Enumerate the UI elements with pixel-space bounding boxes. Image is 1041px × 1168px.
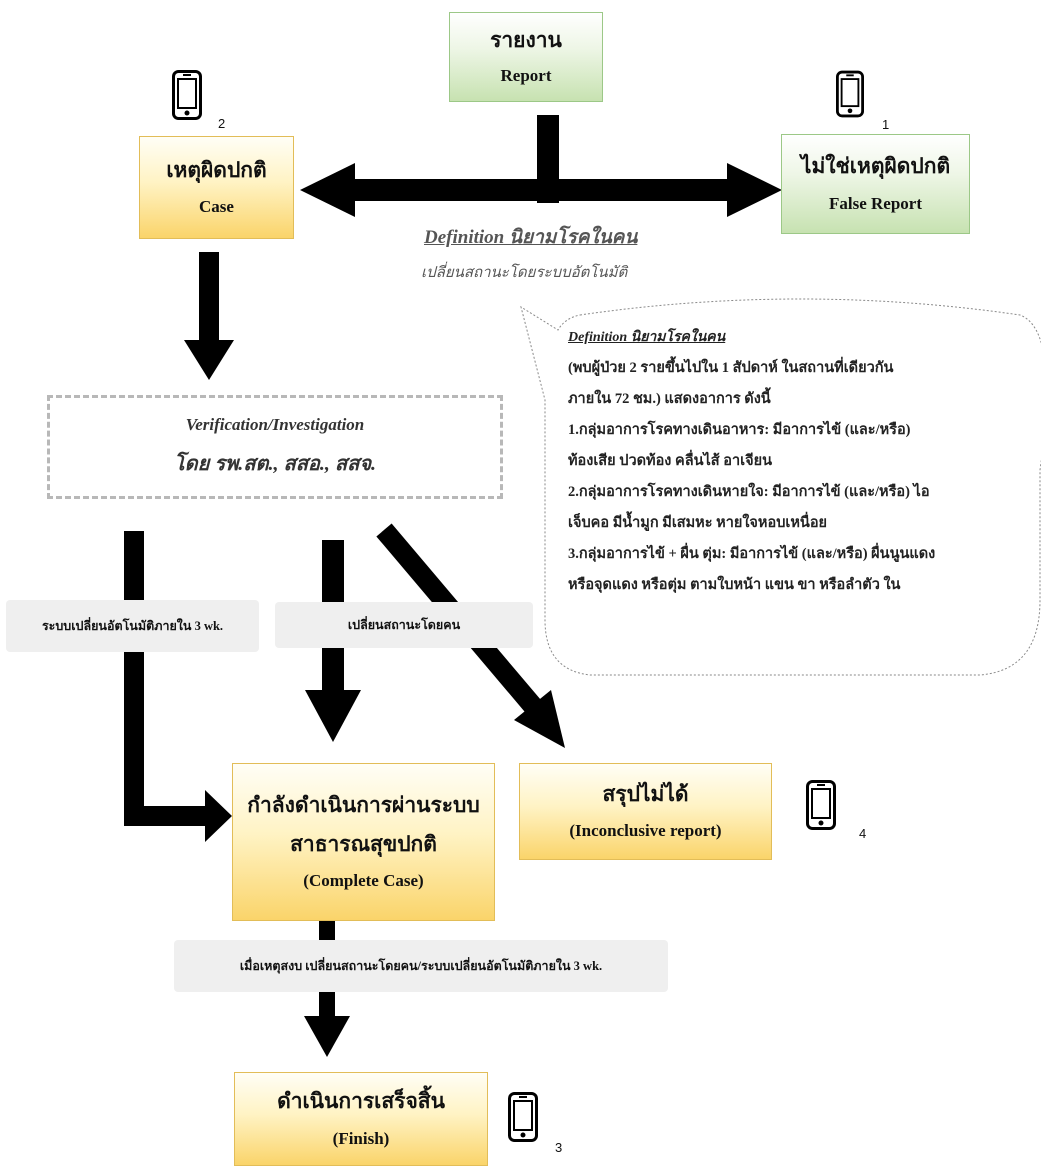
callout-line-7: 3.กลุ่มอาการไข้ + ผื่น ตุ่ม: มีอาการไข้ … (568, 546, 936, 562)
callout-line-6: เจ็บคอ มีน้ำมูก มีเสมหะ หายใจหอบเหนื่อย (568, 515, 828, 531)
auto-path-horizontal (124, 806, 219, 826)
callout-line-2: ภายใน 72 ชม.) แสดงอาการ ดังนี้ (568, 391, 771, 407)
arrow-to-false-report (727, 163, 782, 217)
case-node: เหตุผิดปกติ Case (139, 136, 294, 239)
false-report-th: ไม่ใช่เหตุผิดปกติ (800, 154, 951, 179)
arrow-to-verification (184, 340, 234, 380)
inconclusive-th: สรุปไม่ได้ (602, 781, 689, 806)
case-th: เหตุผิดปกติ (166, 157, 267, 182)
callout-line-8: หรือจุดแดง หรือตุ่ม ตามใบหน้า แขน ขา หรื… (568, 577, 901, 593)
phone-icon (172, 70, 202, 120)
verification-line-1: Verification/Investigation (185, 415, 365, 434)
complete-stem-bottom (319, 991, 335, 1019)
label-manual: เปลี่ยนสถานะโดยคน (275, 602, 533, 648)
label-calm: เมื่อเหตุสงบ เปลี่ยนสถานะโดยคน/ระบบเปลี่… (174, 940, 668, 992)
phone-icon (806, 780, 836, 830)
callout-title: Definition นิยามโรคในคน (568, 330, 726, 345)
arrow-to-complete (305, 690, 361, 742)
definition-title: Definition นิยามโรคในคน (424, 227, 638, 248)
callout-line-4: ท้องเสีย ปวดท้อง คลื่นไส้ อาเจียน (568, 453, 772, 469)
arrow-to-inconclusive (514, 690, 565, 748)
arrow-to-case (300, 163, 355, 217)
report-th: รายงาน (490, 28, 562, 53)
definition-subtitle: เปลี่ยนสถานะโดยระบบอัตโนมัติ (421, 265, 628, 281)
finish-node: ดำเนินการเสร็จสิ้น (Finish) (234, 1072, 488, 1166)
complete-line-2: สาธารณสุขปกติ (290, 831, 437, 856)
report-node: รายงาน Report (449, 12, 603, 102)
arrow-to-finish-top (304, 1016, 350, 1057)
inconclusive-node: สรุปไม่ได้ (Inconclusive report) (519, 763, 772, 860)
label-auto-3wk: ระบบเปลี่ยนอัตโนมัติภายใน 3 wk. (6, 600, 259, 652)
report-split-bar (345, 179, 735, 201)
finish-en: (Finish) (332, 1128, 390, 1148)
callout-definition: Definition นิยามโรคในคน (พบผู้ป่วย 2 ราย… (568, 322, 1028, 601)
callout-line-5: 2.กลุ่มอาการโรคทางเดินหายใจ: มีอาการไข้ … (568, 484, 930, 500)
finish-th: ดำเนินการเสร็จสิ้น (277, 1089, 445, 1114)
report-en: Report (500, 65, 552, 85)
phone-number-1: 1 (882, 117, 890, 132)
complete-case-node: กำลังดำเนินการผ่านระบบ สาธารณสุขปกติ (Co… (232, 763, 495, 921)
phone-number-2: 2 (218, 116, 226, 131)
case-down-stem (199, 252, 219, 342)
false-report-node: ไม่ใช่เหตุผิดปกติ False Report (781, 134, 970, 234)
arrow-to-finish-left (205, 790, 232, 842)
phone-icon (836, 70, 864, 118)
phone-icon (508, 1092, 538, 1142)
verification-node: Verification/Investigation โดย รพ.สต., ส… (47, 395, 503, 499)
phone-number-4: 4 (859, 826, 867, 841)
false-report-en: False Report (828, 193, 922, 213)
callout-line-3: 1.กลุ่มอาการโรคทางเดินอาหาร: มีอาการไข้ … (568, 422, 911, 438)
callout-line-1: (พบผู้ป่วย 2 รายขึ้นไปใน 1 สัปดาห์ ในสถา… (568, 360, 894, 376)
inconclusive-en: (Inconclusive report) (569, 821, 722, 841)
complete-line-1: กำลังดำเนินการผ่านระบบ (247, 792, 480, 817)
phone-number-3: 3 (555, 1140, 563, 1155)
complete-en: (Complete Case) (303, 871, 424, 891)
verification-line-2: โดย รพ.สต., สสอ., สสจ. (173, 453, 377, 475)
case-en: Case (199, 197, 234, 217)
